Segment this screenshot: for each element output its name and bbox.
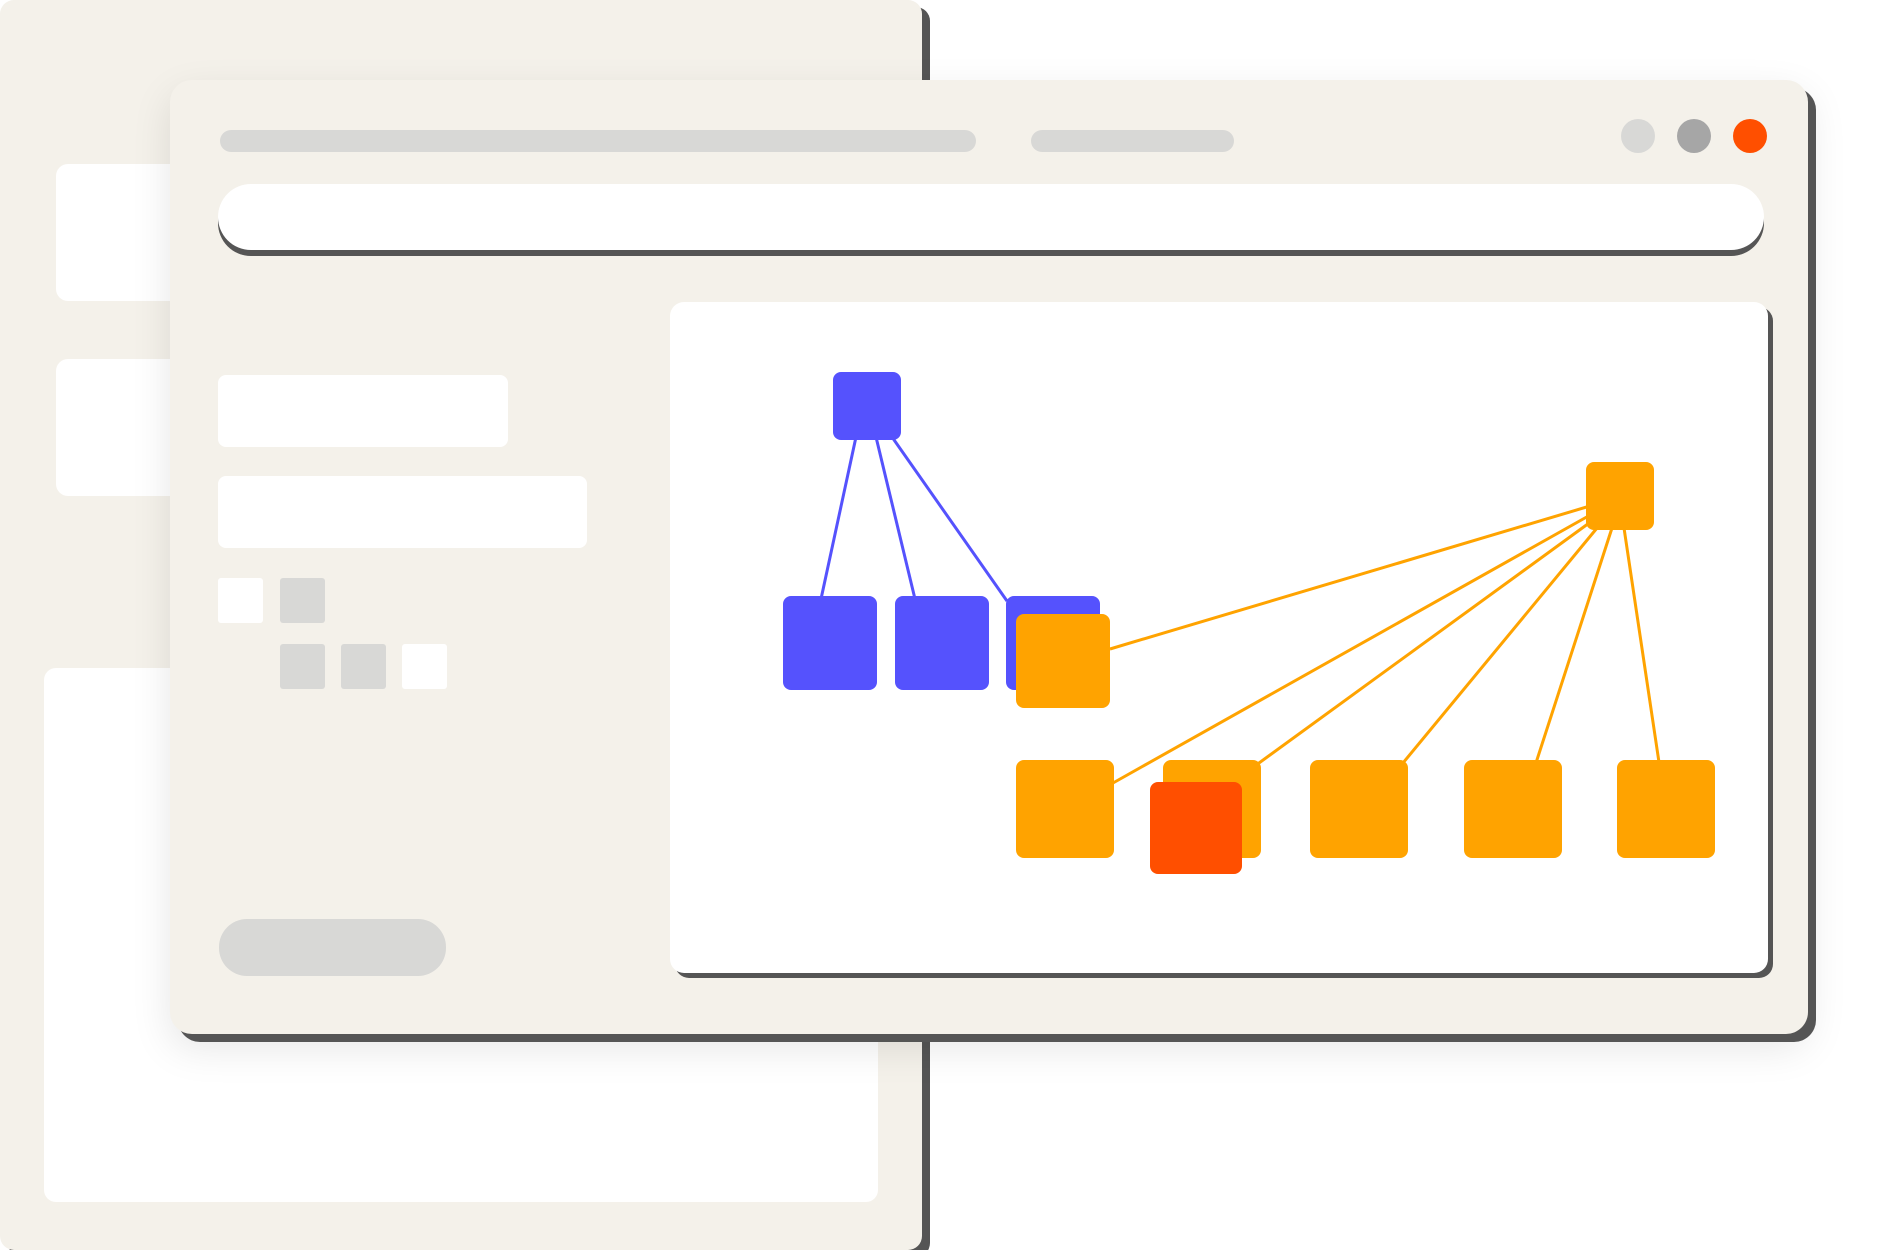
tab-title-placeholder[interactable] xyxy=(220,130,976,152)
edge xyxy=(874,436,917,600)
edge xyxy=(1112,512,1593,785)
close-button[interactable] xyxy=(1733,119,1767,153)
sidebar-square[interactable] xyxy=(402,644,447,689)
sidebar-field[interactable] xyxy=(218,476,587,548)
graph-node-blue-child[interactable] xyxy=(895,596,989,690)
sidebar-action-button[interactable] xyxy=(219,919,446,976)
sidebar-field[interactable] xyxy=(218,375,508,447)
tab-secondary-placeholder[interactable] xyxy=(1031,130,1234,152)
edge xyxy=(1532,527,1614,770)
graph-node-selected[interactable] xyxy=(1150,782,1242,874)
graph-node-orange-child[interactable] xyxy=(1016,614,1110,708)
graph-node-orange-child[interactable] xyxy=(1016,760,1114,858)
sidebar-square[interactable] xyxy=(280,578,325,623)
sidebar-square[interactable] xyxy=(218,578,263,623)
edge xyxy=(1622,527,1662,770)
edge xyxy=(819,436,858,600)
graph-edges xyxy=(819,436,1662,785)
maximize-button[interactable] xyxy=(1677,119,1711,153)
graph-node-orange-child[interactable] xyxy=(1464,760,1562,858)
main-window xyxy=(170,80,1808,1034)
edge xyxy=(1109,504,1591,651)
graph-node-orange-child[interactable] xyxy=(1310,760,1408,858)
sidebar-square[interactable] xyxy=(280,644,325,689)
edge xyxy=(1247,516,1597,773)
graph-node-blue-root[interactable] xyxy=(833,372,901,440)
edge xyxy=(890,436,1009,602)
graph-node-blue-child[interactable] xyxy=(783,596,877,690)
sidebar-square[interactable] xyxy=(341,644,386,689)
graph-node-orange-root[interactable] xyxy=(1586,462,1654,530)
graph-canvas[interactable] xyxy=(670,302,1768,973)
graph-node-orange-child[interactable] xyxy=(1617,760,1715,858)
minimize-button[interactable] xyxy=(1621,119,1655,153)
address-bar[interactable] xyxy=(218,184,1764,250)
edge xyxy=(1396,521,1604,770)
